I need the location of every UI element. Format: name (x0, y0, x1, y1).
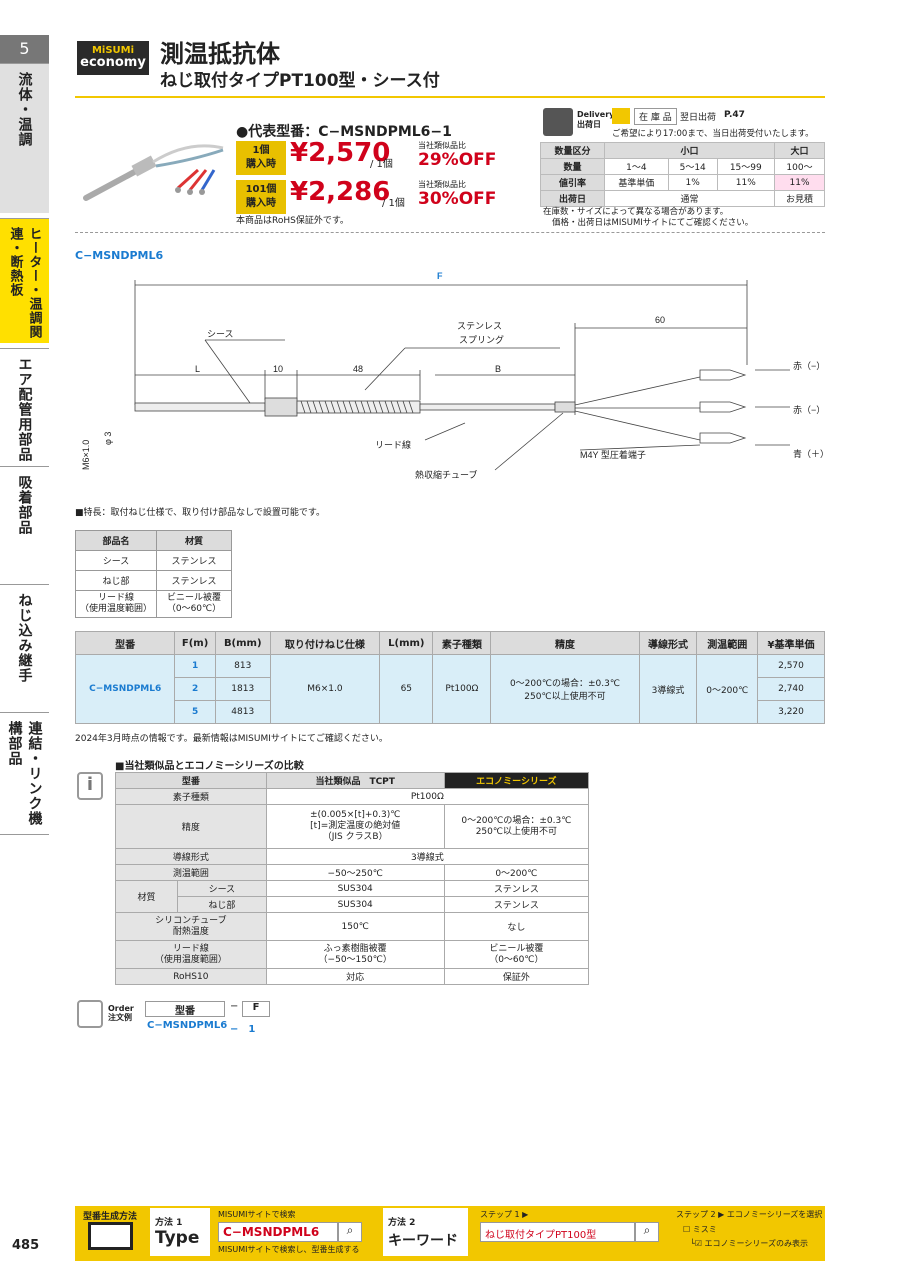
label-sheath: シース (207, 329, 234, 339)
label-red1: 赤（−） (793, 361, 825, 371)
sidebar-tab-label: 吸着部品 (16, 475, 33, 535)
label-m6: M6×1.0 (81, 440, 91, 470)
order-model-value: C−MSNDPML6 (147, 1020, 228, 1031)
dimension-diagram: F 60 シース L 10 48 B ステンレス スプリング リード線 熱収縮チ… (81, 271, 829, 480)
discount-101: 30%OFF (418, 189, 497, 209)
stock-label: 在 庫 品 (634, 108, 677, 125)
product-image (83, 144, 224, 201)
sidebar-tab-fluid[interactable]: 流体・温調 (0, 63, 49, 213)
search-input-2[interactable]: ねじ取付タイプPT100型 (480, 1222, 635, 1242)
compare-title: ■当社類似品とエコノミーシリーズの比較 (115, 761, 304, 772)
footer-gen-label: 型番生成方法 (83, 1212, 138, 1222)
page-title: 測温抵抗体 (160, 40, 280, 68)
order-model-header: 型番 (145, 1001, 225, 1017)
diagram-title: C−MSNDPML6 (75, 249, 164, 262)
order-f-value: − 1 (230, 1024, 256, 1035)
compare-label-1: 当社類似品比 (418, 141, 466, 150)
order-label: Order 注文例 (108, 1004, 134, 1022)
dim-48: 48 (353, 364, 363, 374)
label-tube: 熱収縮チューブ (415, 469, 477, 480)
label-terminal: M4Y 型圧着端子 (580, 449, 646, 460)
step1-label: ステップ 1 ▶ (480, 1210, 529, 1219)
method2-label: 方法 2 (388, 1218, 416, 1228)
page-ref: P.47 (724, 110, 745, 120)
sidebar-tab-link[interactable]: 連結・リンク機構部品 (0, 712, 49, 835)
method1-type: Type (155, 1228, 200, 1248)
feature-note: ■特長：取付ねじ仕様で、取り付け部品なしで設置可能です。 (75, 508, 325, 518)
ship-label: 翌日出荷 (680, 113, 717, 123)
option-economy[interactable]: └☑ エコノミーシリーズのみ表示 (690, 1239, 808, 1248)
truck-icon (543, 108, 573, 136)
search-input-1[interactable]: C−MSNDPML6 (218, 1222, 338, 1242)
delivery-note-2: 価格・出荷日はMISUMIサイトにてご確認ください。 (552, 218, 754, 228)
label-spring-2: スプリング (459, 334, 504, 345)
sidebar-tab-label: エア配管用部品 (16, 357, 33, 462)
price-101: ¥2,286 (290, 177, 391, 207)
spec-note: 2024年3月時点の情報です。最新情報はMISUMIサイトにてご確認ください。 (75, 734, 388, 744)
dim-60: 60 (655, 315, 665, 325)
sidebar-tab-fitting[interactable]: ねじ込み継手 (0, 584, 49, 706)
rohs-note: 本商品はRoHS保証外です。 (236, 216, 349, 226)
price-1: ¥2,570 (290, 138, 391, 168)
dim-B: B (495, 364, 501, 374)
label-spring-1: ステンレス (457, 321, 502, 331)
dim-10: 10 (273, 364, 283, 374)
page-subtitle: ねじ取付タイプPT100型・シース付 (160, 71, 440, 91)
monitor-icon (88, 1222, 133, 1250)
material-table: 部品名材質 シースステンレス ねじ部ステンレス リード線 （使用温度範囲）ビニー… (74, 530, 233, 618)
step2-label: ステップ 2 ▶ エコノミーシリーズを選択 (676, 1210, 823, 1219)
section-divider (75, 232, 825, 233)
chapter-number: 5 (0, 35, 49, 63)
method2-box (383, 1208, 468, 1256)
qty-badge-1: 1個 購入時 (236, 141, 286, 175)
info-icon: i (77, 772, 103, 800)
search1-label: MISUMIサイトで検索 (218, 1210, 296, 1219)
compare-label-2: 当社類似品比 (418, 180, 466, 189)
method2-keyword: キーワード (388, 1233, 458, 1249)
page-number: 485 (12, 1238, 40, 1253)
order-f-header: F (242, 1001, 270, 1017)
delivery-note-1: 在庫数・サイズによって異なる場合があります。 (543, 207, 729, 217)
qty-badge-101: 101個 購入時 (236, 180, 286, 214)
label-red2: 赤（−） (793, 405, 825, 415)
price-unit-101: / 1個 (382, 198, 405, 209)
delivery-label: Delivery 出荷日 (577, 110, 615, 129)
method1-box (150, 1208, 210, 1256)
search1-desc: MISUMIサイトで検索し、型番生成する (218, 1245, 360, 1254)
dim-F: F (437, 271, 443, 281)
stock-box-icon (612, 108, 630, 124)
option-misumi[interactable]: ☐ ミスミ (683, 1225, 717, 1234)
sidebar-tab-label: 連結・リンク機構部品 (6, 721, 43, 826)
order-icon (77, 1000, 103, 1028)
method1-label: 方法 1 (155, 1218, 183, 1228)
sidebar-tab-label: ねじ込み継手 (16, 593, 33, 683)
sidebar-tab-heater[interactable]: ヒーター・温調関連・断熱板 (0, 218, 49, 343)
order-dash: − (230, 1001, 239, 1012)
header-divider (75, 96, 825, 98)
search-icon[interactable]: ⌕ (635, 1222, 659, 1242)
label-blue: 青（＋） (793, 448, 829, 459)
sidebar-tab-suction[interactable]: 吸着部品 (0, 466, 49, 584)
sidebar-tab-label: 流体・温調 (16, 72, 33, 147)
dim-L: L (195, 364, 200, 374)
discount-1: 29%OFF (418, 150, 497, 170)
sidebar-tab-label: ヒーター・温調関連・断熱板 (7, 227, 42, 339)
price-unit-1: / 1個 (370, 159, 393, 170)
search-icon[interactable]: ⌕ (338, 1222, 362, 1242)
label-phi3: φ 3 (103, 432, 113, 445)
representative-code: ●代表型番：C−MSNDPML6−1 (236, 124, 452, 140)
delivery-note: ご希望により17:00まで、当日出荷受付いたします。 (612, 129, 814, 139)
label-lead: リード線 (375, 439, 411, 450)
sidebar-tab-air[interactable]: エア配管用部品 (0, 348, 49, 466)
